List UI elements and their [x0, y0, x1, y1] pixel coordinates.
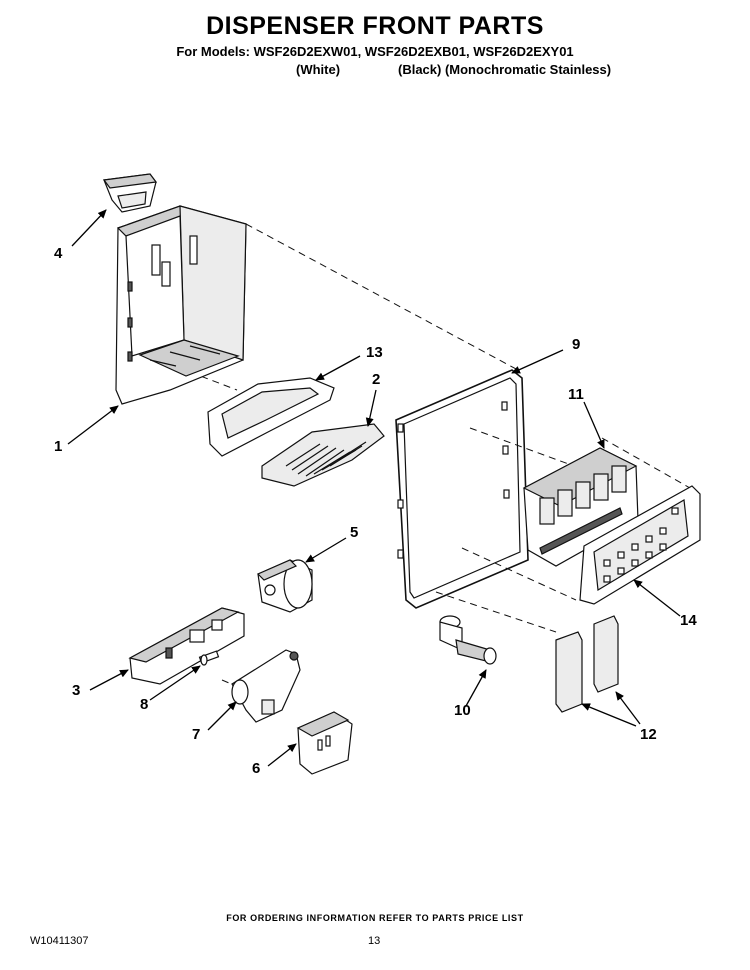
part-6-pad [296, 711, 353, 775]
part-8-screw [198, 650, 220, 666]
part-12-dispenser-pads [555, 615, 619, 713]
part-9-frame-gasket [395, 369, 529, 609]
page-number: 13 [368, 935, 381, 947]
callout-6: 6 [252, 760, 261, 777]
callout-11: 11 [568, 386, 584, 403]
part-10-water-fitting [439, 615, 497, 665]
page-title: DISPENSER FRONT PARTS [206, 12, 544, 40]
callout-8: 8 [140, 696, 149, 713]
callout-13: 13 [366, 344, 383, 361]
callout-10: 10 [454, 702, 471, 719]
models-line: For Models: WSF26D2EXW01, WSF26D2EXB01, … [176, 44, 574, 59]
document-number: W10411307 [30, 935, 89, 947]
leader-lines [67, 209, 681, 767]
part-11-control-board-housing [522, 447, 639, 567]
callout-1: 1 [54, 438, 63, 455]
callout-7: 7 [192, 726, 201, 743]
part-13-tray-frame [207, 377, 335, 457]
callout-5: 5 [350, 524, 359, 541]
callout-3: 3 [72, 682, 81, 699]
part-4-cup [102, 173, 158, 213]
part-2-grille [261, 423, 385, 487]
ordering-info-note: FOR ORDERING INFORMATION REFER TO PARTS … [226, 913, 524, 923]
part-7-actuator-paddle [231, 649, 301, 723]
part-3-bracket [128, 607, 245, 685]
part-1-dispenser-housing [115, 205, 247, 405]
callout-4: 4 [54, 245, 63, 262]
callout-14: 14 [680, 612, 697, 629]
assembly-dashed-lines [189, 223, 691, 687]
variant-white-label: (White) [296, 62, 341, 77]
variant-black-stainless-label: (Black) (Monochromatic Stainless) [398, 62, 612, 77]
callout-9: 9 [572, 336, 581, 353]
part-5-motor [256, 559, 313, 613]
callout-12: 12 [640, 726, 657, 743]
part-14-control-panel [579, 485, 701, 605]
callout-2: 2 [372, 371, 381, 388]
